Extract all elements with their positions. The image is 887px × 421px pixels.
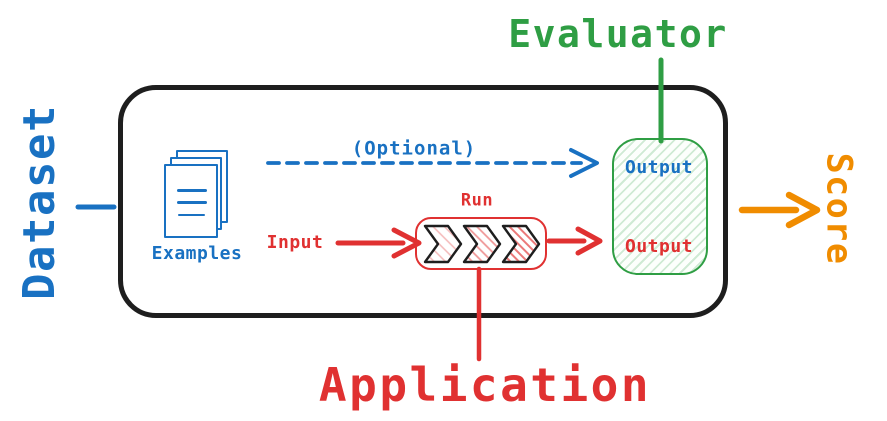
application-label: Application bbox=[318, 358, 652, 412]
reference-output-label: Output bbox=[624, 157, 694, 178]
score-label: Score bbox=[818, 152, 859, 266]
app-output-label: Output bbox=[624, 236, 694, 257]
input-label: Input bbox=[266, 232, 324, 253]
evaluator-box bbox=[612, 138, 708, 275]
dataset-label: Dataset bbox=[14, 104, 65, 300]
run-label: Run bbox=[460, 190, 494, 211]
page-text-line bbox=[177, 189, 207, 192]
optional-label: (Optional) bbox=[351, 137, 477, 160]
page-text-line bbox=[178, 214, 205, 216]
run-box bbox=[415, 217, 547, 270]
examples-label: Examples bbox=[151, 243, 243, 264]
score-arrowhead-icon bbox=[785, 191, 821, 229]
evaluator-label: Evaluator bbox=[508, 12, 728, 56]
page-text-line bbox=[177, 201, 207, 204]
